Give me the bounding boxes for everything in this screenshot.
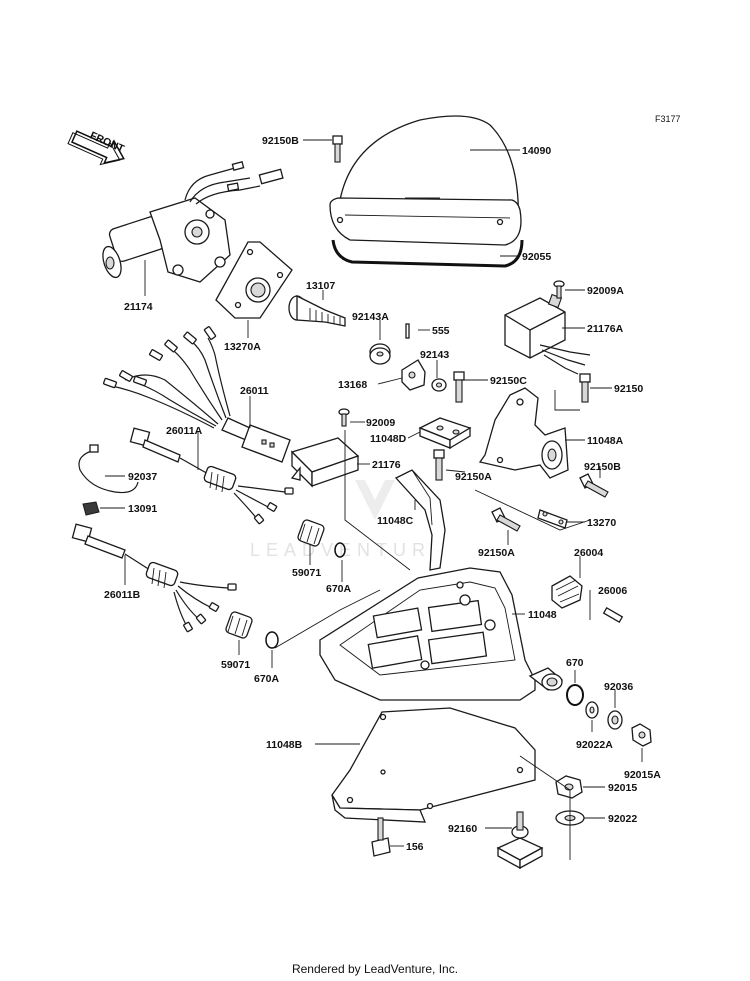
part-26011B-harness[interactable] [71,523,237,633]
part-26006-pin[interactable] [602,607,624,623]
part-26004-fitting[interactable] [551,575,583,609]
part-11048D-bracket[interactable] [418,417,472,450]
label-92150C: 92150C [490,375,527,387]
part-26011A-harness[interactable] [129,427,294,525]
label-92036: 92036 [604,681,633,693]
part-156-bolt[interactable] [371,817,391,857]
label-670A-1: 670A [326,583,352,595]
part-26011-harness[interactable] [102,326,291,463]
label-92015: 92015 [608,782,637,794]
label-92022: 92022 [608,813,637,825]
part-92150A-bolt-a[interactable] [433,449,445,481]
part-92143A-spacer[interactable] [369,343,391,365]
label-92150: 92150 [614,383,643,395]
part-92055-gasket[interactable] [331,239,524,268]
part-92009A-screw[interactable] [553,280,565,299]
label-92150A-1: 92150A [455,471,492,483]
part-92009-screw[interactable] [338,408,350,427]
label-21174: 21174 [124,301,153,313]
label-92143A: 92143A [352,311,389,323]
part-13091-clamp[interactable] [82,501,100,516]
leader-lines [100,139,643,860]
label-92150B-2: 92150B [584,461,621,473]
label-26004: 26004 [574,547,603,559]
part-13270A-plate[interactable] [215,241,293,319]
label-670A-2: 670A [254,673,280,685]
label-21176A: 21176A [587,323,624,335]
front-arrow-icon [67,130,125,166]
part-670-o-ring[interactable] [566,684,584,706]
label-92009A: 92009A [587,285,624,297]
label-13168: 13168 [338,379,367,391]
part-14090-cover[interactable] [329,115,522,246]
figure-code: F3177 [655,114,681,124]
part-555-pin[interactable] [405,323,410,339]
part-92143-washer[interactable] [431,378,447,392]
part-11048B-plate[interactable] [331,707,536,823]
label-13270: 13270 [587,517,616,529]
label-26006: 26006 [598,585,627,597]
part-92022A-washer[interactable] [585,701,599,719]
part-59071-grommet-b[interactable] [225,611,253,639]
label-11048C: 11048C [377,515,414,527]
label-11048B: 11048B [266,739,303,751]
label-670: 670 [566,657,584,669]
label-26011A: 26011A [166,425,203,437]
footer-credit: Rendered by LeadVenture, Inc. [291,962,459,976]
part-59071-grommet-a[interactable] [297,519,325,547]
part-13168-lever[interactable] [401,359,426,391]
part-11048C-arm[interactable] [394,469,446,571]
label-92143: 92143 [420,349,449,361]
label-92015A: 92015A [624,769,661,781]
label-21176: 21176 [372,459,401,471]
label-11048D: 11048D [370,433,407,445]
part-13270-link[interactable] [537,509,568,529]
part-92015-nut[interactable] [555,775,583,799]
watermark-logo [355,480,395,520]
part-92150A-bolt-b[interactable] [491,507,521,532]
label-92022A: 92022A [576,739,613,751]
part-21176-ecu-module[interactable] [290,437,360,488]
part-21174-trim-motor[interactable] [99,161,284,283]
label-92160: 92160 [448,823,477,835]
part-11048-housing[interactable] [319,567,564,701]
part-92160-mount[interactable] [496,811,544,870]
part-92150B-bolt[interactable] [332,135,343,163]
part-92015A-nut[interactable] [631,723,652,747]
part-92150C-bolt[interactable] [453,371,465,403]
label-156: 156 [406,841,424,853]
part-92150B-bolt-right[interactable] [579,473,609,498]
label-59071-1: 59071 [292,567,321,579]
label-59071-2: 59071 [221,659,250,671]
part-11048A-bracket[interactable] [478,387,569,479]
label-92009: 92009 [366,417,395,429]
label-92037: 92037 [128,471,157,483]
label-11048: 11048 [528,609,557,621]
label-555: 555 [432,325,450,337]
watermark-text: LEADVENTURE [250,540,449,560]
part-670A-o-ring-a[interactable] [334,542,346,558]
label-26011: 26011 [240,385,269,397]
part-labels: 92150B 14090 92055 21174 13107 13270A 92… [104,135,661,853]
part-92036-washer[interactable] [607,710,623,730]
part-21176A-sensor[interactable] [504,293,591,375]
label-26011B: 26011B [104,589,141,601]
label-14090: 14090 [522,145,551,157]
label-13107: 13107 [306,280,335,292]
label-92150A-2: 92150A [478,547,515,559]
part-92037-cable-tie[interactable] [78,444,139,494]
label-92150B-top: 92150B [262,135,299,147]
part-13107-shaft[interactable] [288,294,346,327]
part-92150-bolt[interactable] [579,373,591,403]
label-13091: 13091 [128,503,157,515]
label-11048A: 11048A [587,435,624,447]
label-92055: 92055 [522,251,551,263]
label-13270A: 13270A [224,341,261,353]
part-670A-o-ring-b[interactable] [265,631,279,649]
